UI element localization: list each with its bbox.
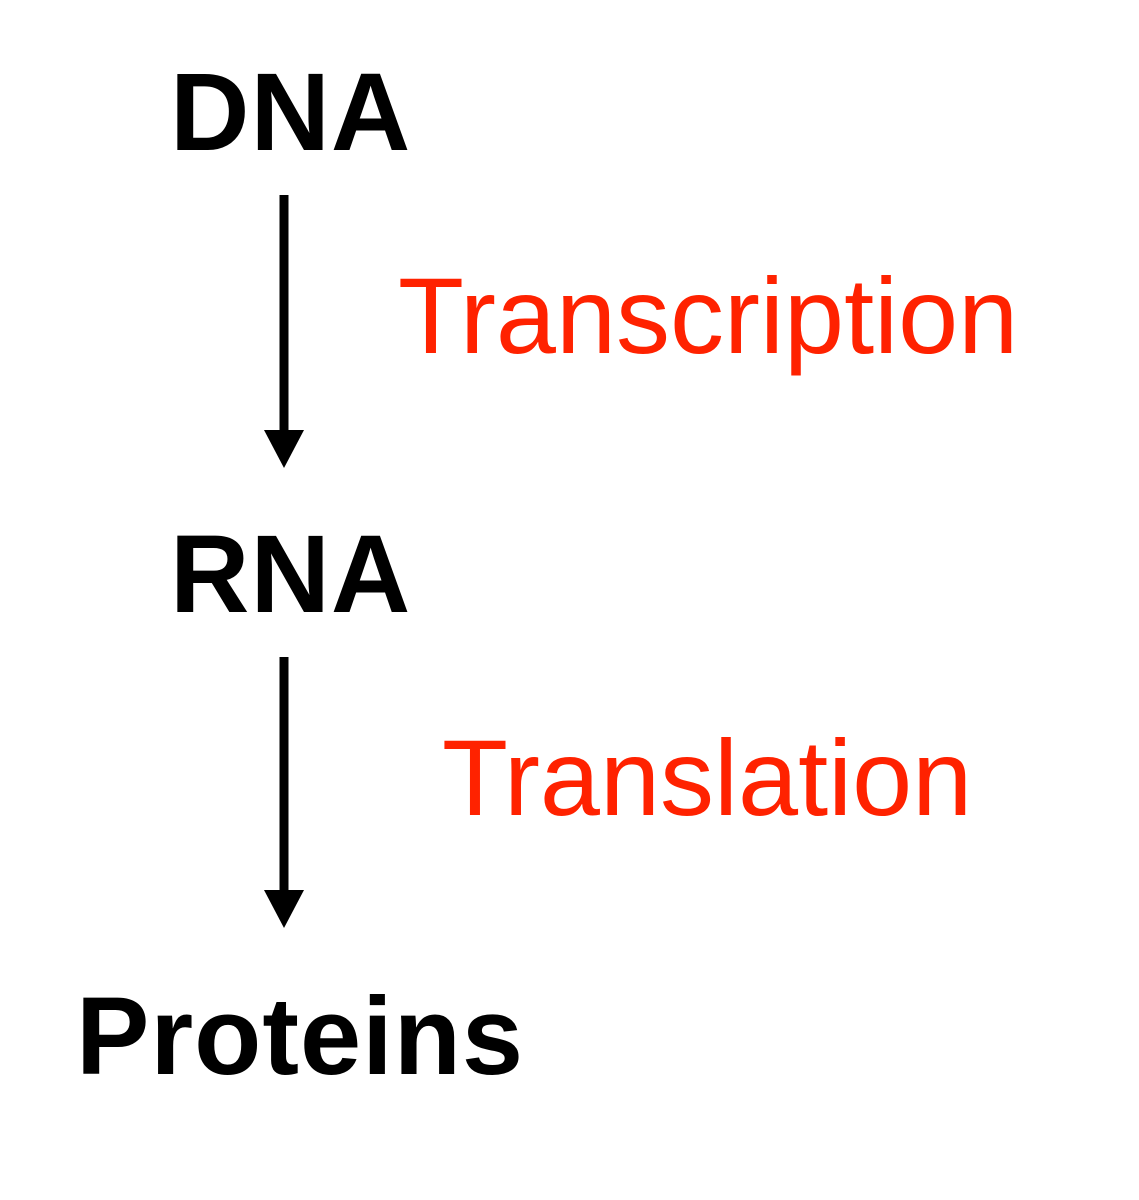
dna-label: DNA [170, 51, 412, 174]
arrow-rna-to-proteins [264, 657, 304, 928]
rna-label: RNA [170, 513, 412, 636]
arrow-dna-to-rna [264, 195, 304, 468]
proteins-label: Proteins [76, 975, 525, 1098]
transcription-label: Transcription [398, 255, 1019, 376]
translation-label: Translation [442, 717, 973, 838]
